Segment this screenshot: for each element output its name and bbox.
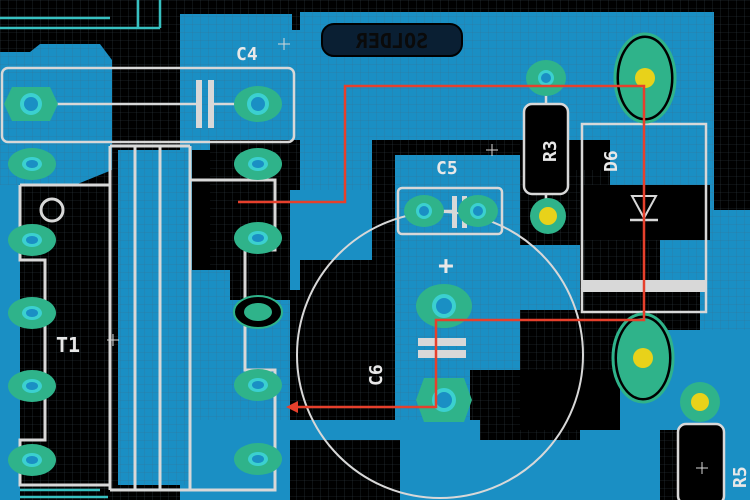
t1-label: T1 (56, 333, 80, 357)
r3-pad-2[interactable] (530, 198, 566, 234)
c4-pad-2[interactable] (234, 86, 282, 122)
solder-label: SOLDER (355, 29, 428, 53)
d6-pad-2[interactable] (611, 312, 675, 404)
r3-label: R3 (540, 140, 561, 162)
c6-label: C6 (366, 364, 387, 386)
t1-pad[interactable] (234, 443, 282, 475)
t1-pad[interactable] (233, 295, 283, 329)
r5-label: R5 (730, 466, 750, 488)
c4-pad-1[interactable] (4, 87, 58, 121)
c6-pad-negative[interactable] (416, 378, 472, 422)
c4-capacitor[interactable]: C4 (0, 44, 296, 144)
d6-label: D6 (601, 150, 622, 172)
t1-pad[interactable] (8, 444, 56, 476)
t1-pad[interactable] (8, 224, 56, 256)
t1-pad[interactable] (8, 297, 56, 329)
c6-plus-label: + (438, 251, 454, 281)
r5-resistor[interactable]: R5 (676, 422, 750, 500)
solder-layer-label: SOLDER (321, 23, 463, 57)
t1-pads-right (233, 148, 283, 475)
r3-resistor[interactable]: R3 (522, 80, 570, 212)
c6-pad-positive[interactable] (416, 284, 472, 328)
c4-label: C4 (236, 44, 258, 65)
t1-pad[interactable] (8, 370, 56, 402)
t1-pad[interactable] (234, 148, 282, 180)
t1-pad[interactable] (8, 148, 56, 180)
r5-pad-1[interactable] (680, 382, 720, 422)
c5-pad-1[interactable] (404, 195, 444, 227)
d6-pad-1[interactable] (613, 32, 677, 124)
origin-markers (107, 38, 708, 474)
t1-pads-left (8, 148, 56, 476)
t1-pad[interactable] (234, 222, 282, 254)
t1-pad[interactable] (234, 369, 282, 401)
c5-pad-2[interactable] (458, 195, 498, 227)
r3-pad-1[interactable] (526, 60, 566, 96)
c5-label: C5 (436, 158, 458, 179)
pads (4, 86, 282, 122)
ratsnest-lines (238, 84, 646, 413)
